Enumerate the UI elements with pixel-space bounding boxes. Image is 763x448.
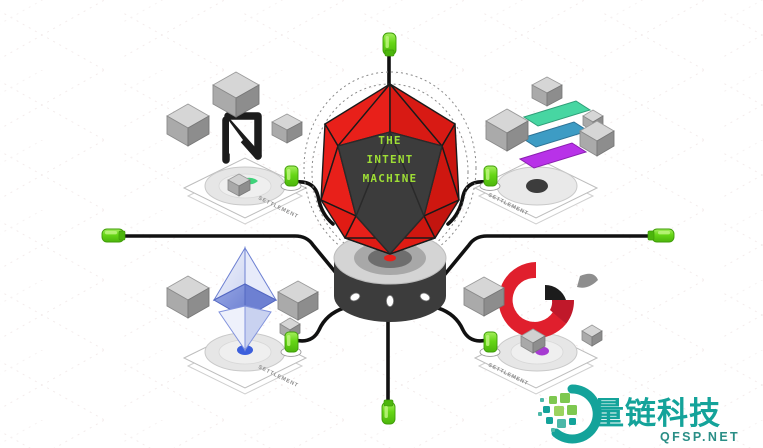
- cable-solana: [446, 179, 488, 226]
- watermark-url: QFSP.NET: [660, 430, 740, 444]
- central-hub[interactable]: [333, 231, 447, 322]
- hub-center-dot: [384, 254, 396, 262]
- plug-left[interactable]: [101, 228, 126, 243]
- plug-ring[interactable]: [479, 331, 501, 357]
- plug-right[interactable]: [647, 228, 675, 243]
- hub-port-right: [419, 292, 431, 302]
- core-label-line-1: THE: [378, 134, 401, 147]
- cube-eth-right: [277, 280, 319, 321]
- watermark-brand-cn: 量链科技: [593, 396, 721, 432]
- plug-ethereum[interactable]: [280, 331, 302, 357]
- qfsp-watermark: 量链科技 QFSP.NET: [538, 384, 740, 444]
- hub-port-left: [349, 292, 361, 302]
- red-ring-logo: [498, 262, 598, 338]
- plug-bottom[interactable]: [381, 399, 396, 425]
- cube-near-left: [166, 103, 210, 147]
- core-wireframe: [320, 84, 460, 255]
- cube-solana-left: [485, 108, 529, 152]
- cube-solana-right: [579, 120, 615, 157]
- cube-near-top: [212, 71, 260, 118]
- cube-near-right: [271, 113, 303, 144]
- ethereum-diamond-logo: [212, 246, 278, 352]
- core-panel-upper-shade: [337, 131, 391, 217]
- cube-solana-top: [531, 76, 563, 107]
- solana-bars-logo: [518, 100, 592, 169]
- orbit-ring-outer: [303, 71, 477, 265]
- platform-solana-disc-inner: [526, 179, 548, 193]
- cube-eth-left: [166, 275, 210, 319]
- cable-left: [116, 234, 352, 292]
- platform-near[interactable]: SETTLEMENT: [166, 71, 308, 225]
- platform-ring[interactable]: SETTLEMENT: [463, 262, 603, 395]
- connector-plugs[interactable]: [101, 32, 675, 425]
- plug-top[interactable]: [382, 32, 397, 57]
- hub-ports: [349, 292, 431, 307]
- plug-solana[interactable]: [479, 165, 501, 191]
- core-label: THE INTENT MACHINE: [363, 134, 418, 185]
- core-label-line-3: MACHINE: [363, 172, 418, 185]
- near-logo-fill: [229, 121, 243, 154]
- cable-ring: [436, 306, 489, 343]
- intent-machine-core[interactable]: THE INTENT MACHINE: [320, 83, 460, 255]
- platform-solana[interactable]: SETTLEMENT: [473, 76, 615, 225]
- plug-near[interactable]: [280, 165, 302, 191]
- cable-ethereum: [293, 306, 346, 343]
- cube-ring-right: [581, 324, 603, 347]
- cube-ring-left: [463, 276, 505, 317]
- cube-near-disc: [227, 173, 251, 197]
- cable-right: [430, 234, 659, 292]
- platform-ethereum[interactable]: SETTLEMENT: [166, 246, 319, 395]
- core-label-line-2: INTENT: [367, 153, 414, 166]
- core-panel-upper-shade-right: [389, 131, 443, 217]
- qfsp-pixel-circle-logo: [538, 384, 602, 444]
- cube-ring-disc: [520, 328, 546, 354]
- hub-port-center: [385, 294, 394, 307]
